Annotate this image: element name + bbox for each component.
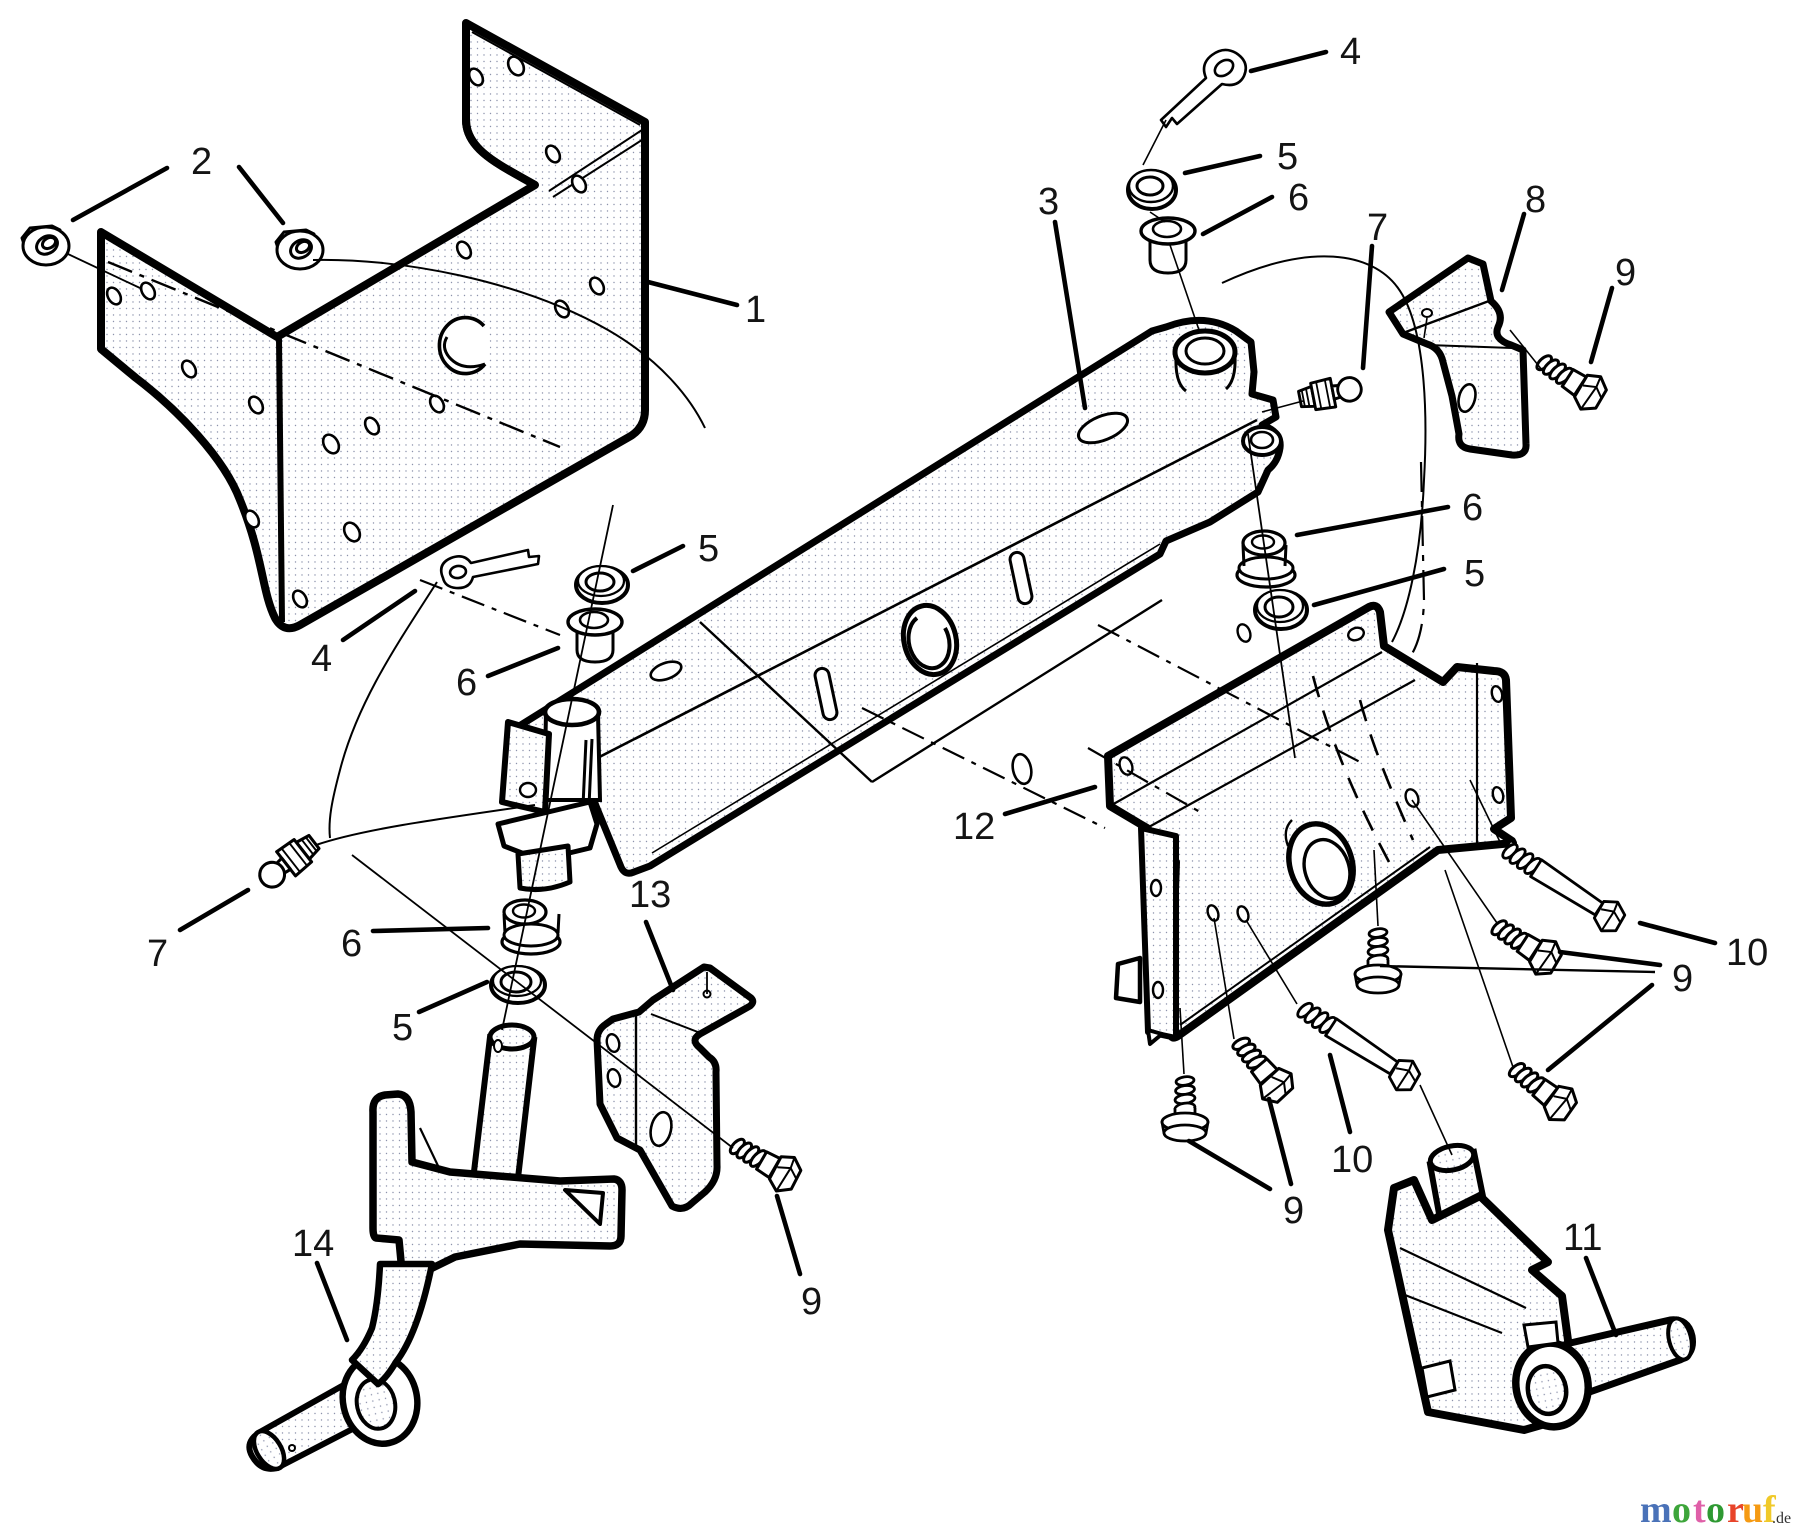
svg-text:12: 12 (953, 806, 995, 848)
svg-text:6: 6 (456, 662, 477, 704)
svg-text:13: 13 (629, 874, 671, 916)
svg-text:o: o (1672, 1489, 1691, 1531)
svg-text:8: 8 (1525, 179, 1546, 221)
svg-text:14: 14 (292, 1223, 334, 1265)
svg-text:4: 4 (311, 638, 332, 680)
svg-text:11: 11 (1563, 1217, 1602, 1259)
svg-text:m: m (1640, 1489, 1672, 1531)
svg-text:4: 4 (1340, 31, 1361, 73)
svg-text:5: 5 (698, 528, 719, 570)
svg-text:5: 5 (1277, 136, 1298, 178)
svg-text:.de: .de (1772, 1510, 1791, 1527)
svg-text:10: 10 (1331, 1139, 1373, 1181)
svg-text:6: 6 (341, 923, 362, 965)
svg-text:u: u (1742, 1489, 1763, 1531)
svg-text:9: 9 (801, 1281, 822, 1323)
svg-text:o: o (1706, 1489, 1725, 1531)
svg-text:6: 6 (1462, 487, 1483, 529)
svg-text:5: 5 (392, 1007, 413, 1049)
svg-text:2: 2 (191, 141, 212, 183)
svg-text:9: 9 (1283, 1190, 1304, 1232)
svg-text:9: 9 (1672, 958, 1693, 1000)
svg-text:7: 7 (147, 933, 168, 975)
svg-text:5: 5 (1464, 553, 1485, 595)
svg-text:3: 3 (1038, 181, 1059, 223)
svg-text:f: f (1763, 1489, 1777, 1531)
svg-text:r: r (1727, 1489, 1744, 1531)
svg-text:7: 7 (1367, 207, 1388, 249)
svg-text:10: 10 (1726, 932, 1768, 974)
svg-text:t: t (1693, 1489, 1706, 1531)
svg-text:1: 1 (745, 289, 766, 331)
svg-text:6: 6 (1288, 177, 1309, 219)
svg-text:9: 9 (1615, 252, 1636, 294)
